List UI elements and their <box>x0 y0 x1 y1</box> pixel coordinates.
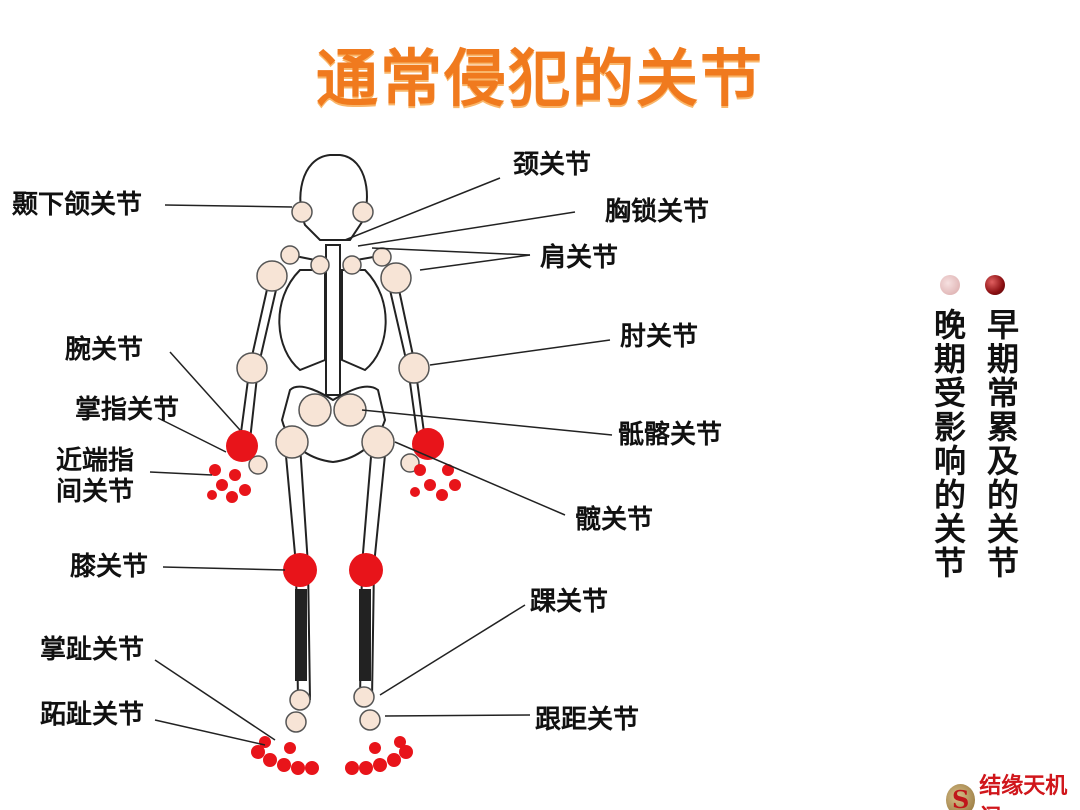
legend-late-label: 晚期受影响的关节 <box>929 308 967 580</box>
watermark-logo-icon: S <box>946 784 976 810</box>
label-pip-line1: 近端指 <box>56 446 135 476</box>
label-mcp: 掌指关节 <box>75 395 180 425</box>
label-knee: 膝关节 <box>70 552 149 582</box>
skull <box>299 154 368 241</box>
label-neck: 颈关节 <box>513 150 592 180</box>
label-mtp: 掌趾关节 <box>40 635 145 665</box>
label-sacroiliac: 骶髂关节 <box>618 420 723 450</box>
late-joints <box>236 201 430 733</box>
label-toe: 跖趾关节 <box>40 700 145 730</box>
label-tmj: 颞下颌关节 <box>12 190 143 220</box>
label-subtalar: 跟距关节 <box>535 705 640 735</box>
leader-lines <box>149 177 613 746</box>
legend-late-dot <box>940 275 960 295</box>
label-pip-line2: 间关节 <box>56 477 135 507</box>
label-hip: 髋关节 <box>575 505 654 535</box>
label-wrist: 腕关节 <box>65 335 144 365</box>
page-title: 通常侵犯的关节 <box>315 42 764 115</box>
label-sternoclavicular: 胸锁关节 <box>605 197 710 227</box>
watermark-text: 结缘天机阁 <box>979 773 1068 810</box>
early-joints <box>207 428 461 775</box>
label-ankle: 踝关节 <box>530 587 609 617</box>
label-shoulder: 肩关节 <box>540 243 619 273</box>
label-elbow: 肘关节 <box>620 322 699 352</box>
legend-early-label: 早期常累及的关节 <box>982 308 1020 580</box>
ribcage <box>278 269 387 372</box>
legend-early-dot <box>985 275 1005 295</box>
watermark: S 结缘天机阁 <box>946 768 1080 810</box>
